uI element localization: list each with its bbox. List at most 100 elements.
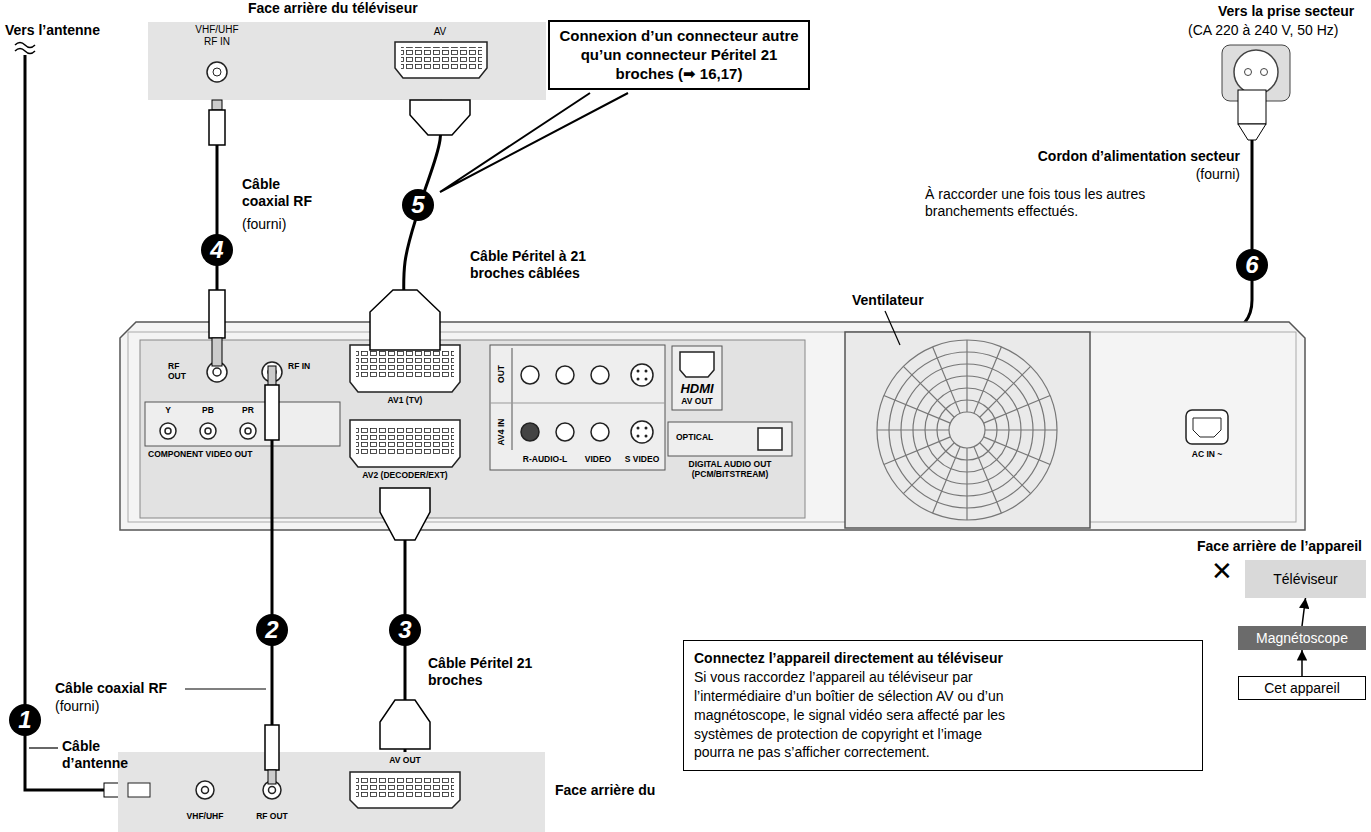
port-label: AV OUT	[389, 756, 420, 766]
av-terminals	[645, 427, 648, 430]
component-video-out	[145, 402, 340, 446]
tv-panel	[148, 22, 546, 100]
av-terminals	[490, 403, 665, 404]
tv-panel	[395, 42, 487, 78]
source-panel	[118, 752, 545, 832]
fan-spoke	[984, 437, 1051, 465]
port-label: Y	[165, 406, 171, 416]
port-label: AV OUT	[681, 397, 712, 407]
scart-plug	[370, 290, 440, 350]
box-text: Cet appareil	[1242, 680, 1362, 696]
source-panel	[202, 787, 209, 794]
component-video-out	[160, 423, 256, 439]
rf-jacks	[213, 368, 221, 376]
cable-label: Câble coaxial RF	[55, 680, 167, 697]
fan-spoke	[884, 396, 951, 424]
fan-spoke	[974, 347, 1002, 414]
callout-number: 5	[402, 189, 434, 221]
port-label: VHF/UHF	[187, 812, 224, 822]
note-text: (fourni)	[1196, 166, 1240, 183]
recorder-body	[128, 332, 1296, 522]
scart-connector	[350, 345, 460, 392]
coax-plug	[212, 100, 222, 110]
source-panel	[356, 777, 454, 799]
fan	[877, 340, 1057, 520]
hdmi-port	[680, 352, 714, 377]
port-label: RF IN	[288, 362, 314, 372]
hdmi-port	[672, 346, 722, 410]
callout-pointer	[440, 93, 628, 192]
leader-line	[29, 747, 58, 748]
vcr-box: Magnétoscope	[1238, 626, 1366, 650]
port-label: AC IN ~	[1192, 450, 1222, 460]
cable-label: Câble coaxial RF	[242, 176, 322, 210]
wall-socket	[1245, 69, 1252, 76]
av-terminals	[556, 423, 574, 441]
component-video-out	[205, 428, 211, 434]
hdmi-port	[672, 346, 722, 410]
av-terminals	[521, 364, 653, 443]
callout-number: 2	[256, 614, 288, 646]
av-terminals	[637, 370, 648, 438]
port-label: AV2 (DECODER/EXT)	[362, 471, 447, 481]
box-body: Si vous raccordez l’appareil au télévise…	[694, 668, 1014, 762]
wall-socket	[1261, 69, 1268, 76]
tv-panel	[148, 22, 546, 100]
tv-panel	[207, 62, 227, 82]
note-text: (fourni)	[55, 698, 99, 715]
antenna-symbol	[15, 43, 35, 54]
tv-box: Téléviseur	[1245, 560, 1366, 598]
av-terminals	[637, 427, 640, 430]
port-label: VIDEO	[585, 455, 611, 465]
recorder-body	[120, 322, 1305, 530]
callout-number: 6	[1236, 249, 1268, 281]
leader-line	[885, 311, 900, 345]
panel-heading: Face arrière de l’appareil	[1197, 538, 1362, 554]
hdmi-logo: HDMI	[680, 381, 713, 397]
port-label: OPTICAL	[676, 433, 713, 443]
av-terminals	[490, 345, 665, 470]
fan-grille	[949, 412, 985, 448]
box-text: Magnétoscope	[1242, 630, 1362, 646]
fan-spoke	[974, 447, 1002, 514]
callout-number: 4	[201, 234, 233, 266]
callout-number: 3	[389, 614, 421, 646]
source-panel	[196, 781, 214, 799]
port-label: PR	[242, 406, 254, 416]
scart-plug	[380, 700, 430, 749]
av-terminals	[645, 435, 648, 438]
av-terminals	[512, 348, 513, 450]
av-terminals	[631, 364, 653, 386]
optical-port	[758, 428, 782, 450]
fan-spoke	[903, 443, 954, 494]
tv-panel	[213, 68, 221, 76]
source-panel	[350, 772, 460, 808]
note-text: (CA 220 à 240 V, 50 Hz)	[1188, 22, 1338, 39]
component-video-out	[245, 428, 251, 434]
source-panel	[269, 787, 276, 794]
recorder-body	[140, 340, 805, 518]
av-terminals	[521, 366, 539, 384]
coax-plug	[265, 385, 279, 440]
port-label: PB	[202, 406, 214, 416]
antenna-symbol	[15, 43, 35, 48]
port-label: AV4 IN	[497, 419, 507, 446]
fan	[845, 332, 1090, 528]
fan-spoke	[985, 429, 1057, 430]
fan-spoke	[966, 448, 967, 520]
wall-socket	[1234, 50, 1278, 94]
power-cord	[1238, 90, 1266, 124]
panel-heading: Face arrière du téléviseur	[248, 0, 418, 16]
ac-inlet	[1186, 410, 1228, 444]
port-label: AV1 (TV)	[388, 396, 423, 406]
fan-spoke	[980, 443, 1031, 494]
cable-label: Vers la prise secteur	[1218, 3, 1354, 20]
source-panel: Face arrière du	[118, 752, 545, 832]
leader-line	[185, 688, 266, 689]
component-video-out	[165, 428, 171, 434]
ac-inlet	[1193, 418, 1221, 437]
antenna-symbol	[15, 49, 35, 54]
note-box: Connectez l’appareil directement au télé…	[683, 640, 1203, 771]
note-text: (fourni)	[242, 216, 286, 233]
